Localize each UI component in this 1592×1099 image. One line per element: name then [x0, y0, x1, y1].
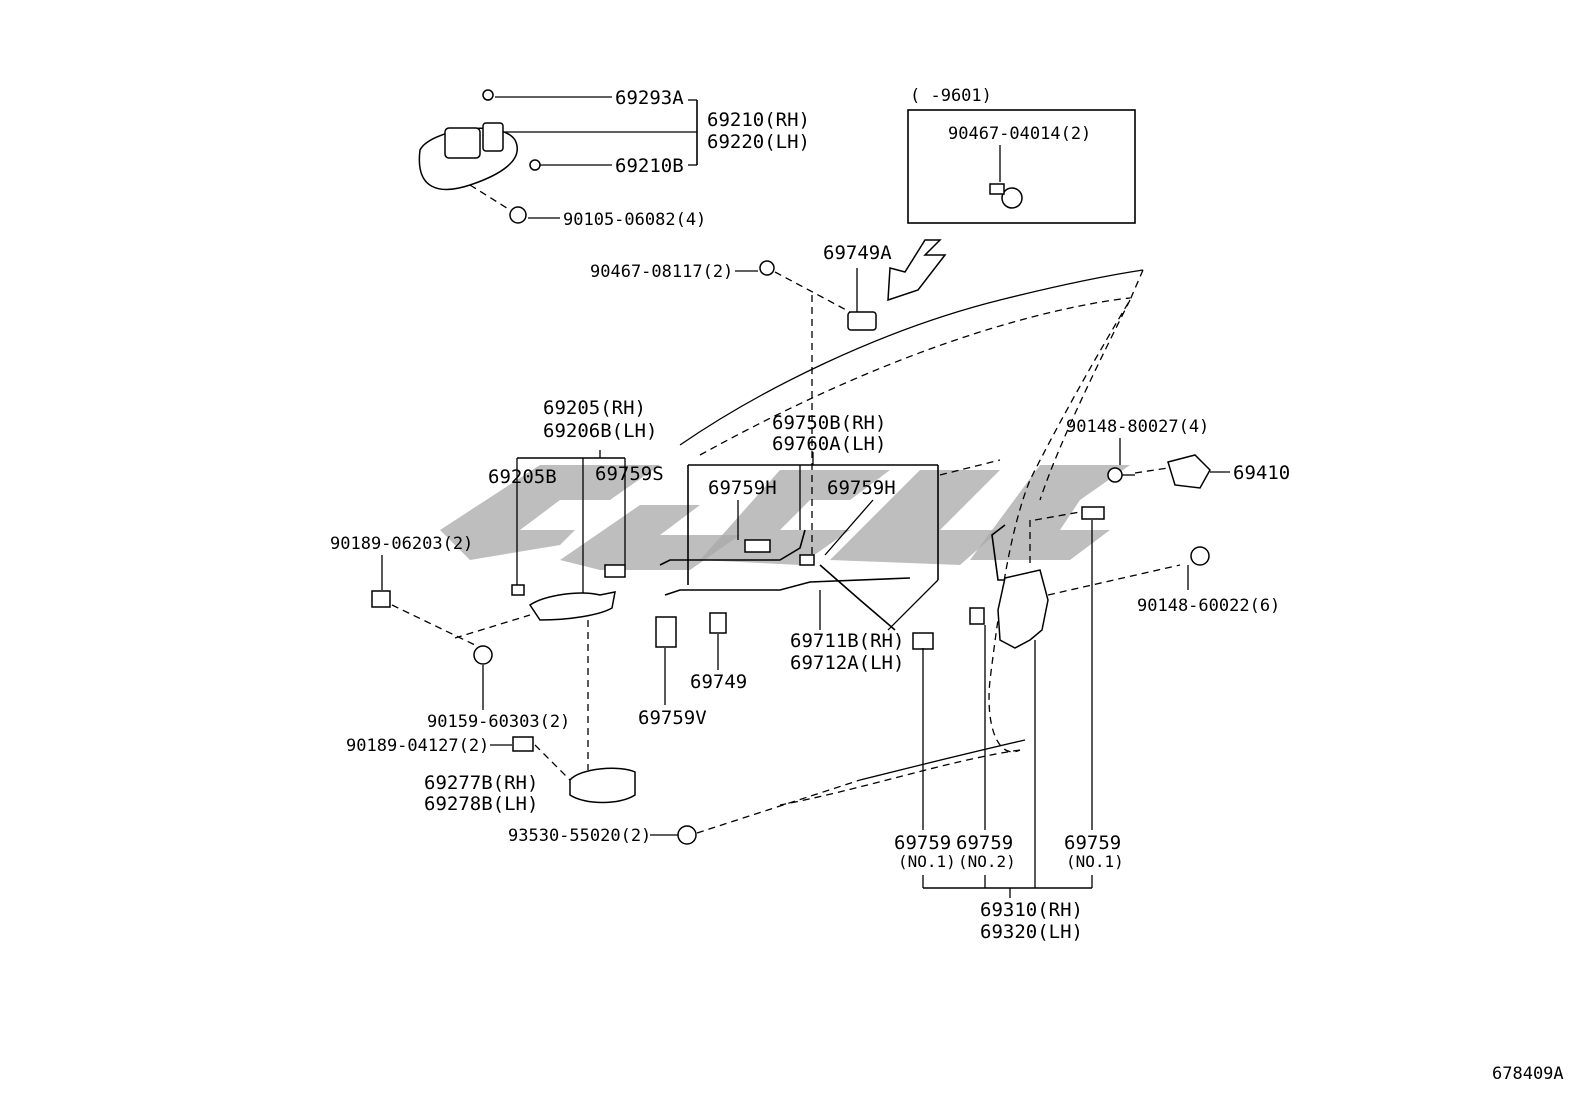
- label-90189-04127: 90189-04127(2): [346, 736, 489, 756]
- screw-90159-60303-icon: [473, 645, 493, 665]
- label-69278B-lh: 69278B(LH): [424, 793, 538, 815]
- bolt-90105-icon: [509, 206, 527, 224]
- label-69749: 69749: [690, 671, 747, 693]
- label-69206B-lh: 69206B(LH): [543, 420, 657, 442]
- label-69759S: 69759S: [595, 463, 664, 485]
- screw-69205B-icon: [511, 584, 525, 596]
- pad-69759V-icon: [655, 616, 677, 648]
- label-69759-no1-a: 69759: [894, 832, 951, 854]
- clip-69759H-b-icon: [799, 554, 815, 566]
- label-69759V: 69759V: [638, 707, 707, 729]
- door-lock-assembly: [912, 438, 1230, 898]
- screw-90467-04014-icon: [1001, 187, 1023, 209]
- part-labels: 69293A 69210(RH) 69220(LH) 69210B 90105-…: [330, 86, 1564, 1084]
- handle-bracket-icon: [444, 127, 481, 159]
- label-69310-rh: 69310(RH): [980, 899, 1083, 921]
- label-69750B-rh: 69750B(RH): [772, 412, 886, 434]
- clip-69749-icon: [709, 612, 727, 634]
- link-rod-box: [659, 452, 939, 631]
- striker-69410-icon: [1167, 454, 1211, 489]
- inset-box-9601: [887, 109, 1136, 302]
- diagram-code: 678409A: [1492, 1064, 1564, 1084]
- screw-93530-55020-icon: [677, 825, 697, 845]
- label-69205-rh: 69205(RH): [543, 397, 646, 419]
- door-outline: [679, 269, 1144, 806]
- clip-69749A-icon: [847, 311, 877, 331]
- label-69210-rh: 69210(RH): [707, 109, 810, 131]
- label-90189-06203: 90189-06203(2): [330, 534, 473, 554]
- arrow-pointer-icon: [887, 239, 947, 302]
- outside-handle-assembly: [418, 89, 698, 224]
- screw-90148-80027-icon: [1107, 467, 1123, 483]
- label-69320-lh: 69320(LH): [980, 921, 1083, 943]
- label-90148-60022: 90148-60022(6): [1137, 596, 1280, 616]
- label-69759-no2-sub: (NO.2): [958, 852, 1016, 871]
- label-69410: 69410: [1233, 462, 1290, 484]
- bezel-69277B-icon: [569, 767, 636, 804]
- label-90148-80027: 90148-80027(4): [1066, 417, 1209, 437]
- label-69712A-lh: 69712A(LH): [790, 652, 904, 674]
- label-69760A-lh: 69760A(LH): [772, 433, 886, 455]
- lock-clip-no1b-icon: [1081, 506, 1105, 520]
- label-93530-55020: 93530-55020(2): [508, 826, 651, 846]
- label-90467-04014: 90467-04014(2): [948, 124, 1091, 144]
- lock-clip-no1a-icon: [912, 632, 934, 650]
- rod-clips-69749-69759V: [655, 612, 727, 705]
- handle-clip-icon: [482, 122, 504, 152]
- inside-handle-assembly: [511, 450, 626, 770]
- label-90159-60303: 90159-60303(2): [427, 712, 570, 732]
- inside-handle-icon: [528, 591, 616, 621]
- label-69293A: 69293A: [615, 87, 684, 109]
- clip-69759H-a-icon: [744, 539, 771, 553]
- label-69749A: 69749A: [823, 242, 892, 264]
- clip-90189-06203-icon: [371, 590, 391, 608]
- label-69759-no2: 69759: [956, 832, 1013, 854]
- label-69205B: 69205B: [488, 466, 557, 488]
- label-90467-08117: 90467-08117(2): [590, 262, 733, 282]
- screw-90148-60022-icon: [1190, 546, 1210, 566]
- label-69220-lh: 69220(LH): [707, 131, 810, 153]
- label-69759-no1-b: 69759: [1064, 832, 1121, 854]
- label-69210B: 69210B: [615, 155, 684, 177]
- clip-90189-04127-icon: [512, 736, 534, 752]
- rod-clip-69749A: [735, 260, 877, 560]
- label-9601: ( -9601): [910, 86, 992, 106]
- label-69759H-b: 69759H: [827, 477, 896, 499]
- label-69711B-rh: 69711B(RH): [790, 630, 904, 652]
- label-90105-06082: 90105-06082(4): [563, 210, 706, 230]
- clip-69293A-icon: [482, 89, 494, 101]
- label-69759-no1-a-sub: (NO.1): [898, 852, 956, 871]
- label-69277B-rh: 69277B(RH): [424, 772, 538, 794]
- left-fasteners: [371, 555, 861, 845]
- nut-90467-08117-icon: [759, 260, 775, 276]
- screw-shank-icon: [989, 183, 1005, 195]
- label-69759-no1-b-sub: (NO.1): [1066, 852, 1124, 871]
- clip-69759S-icon: [604, 564, 626, 578]
- lock-clip-no2-icon: [969, 607, 985, 625]
- clip-69210B-icon: [529, 159, 541, 171]
- label-69759H-a: 69759H: [708, 477, 777, 499]
- door-lock-icon: [997, 569, 1049, 649]
